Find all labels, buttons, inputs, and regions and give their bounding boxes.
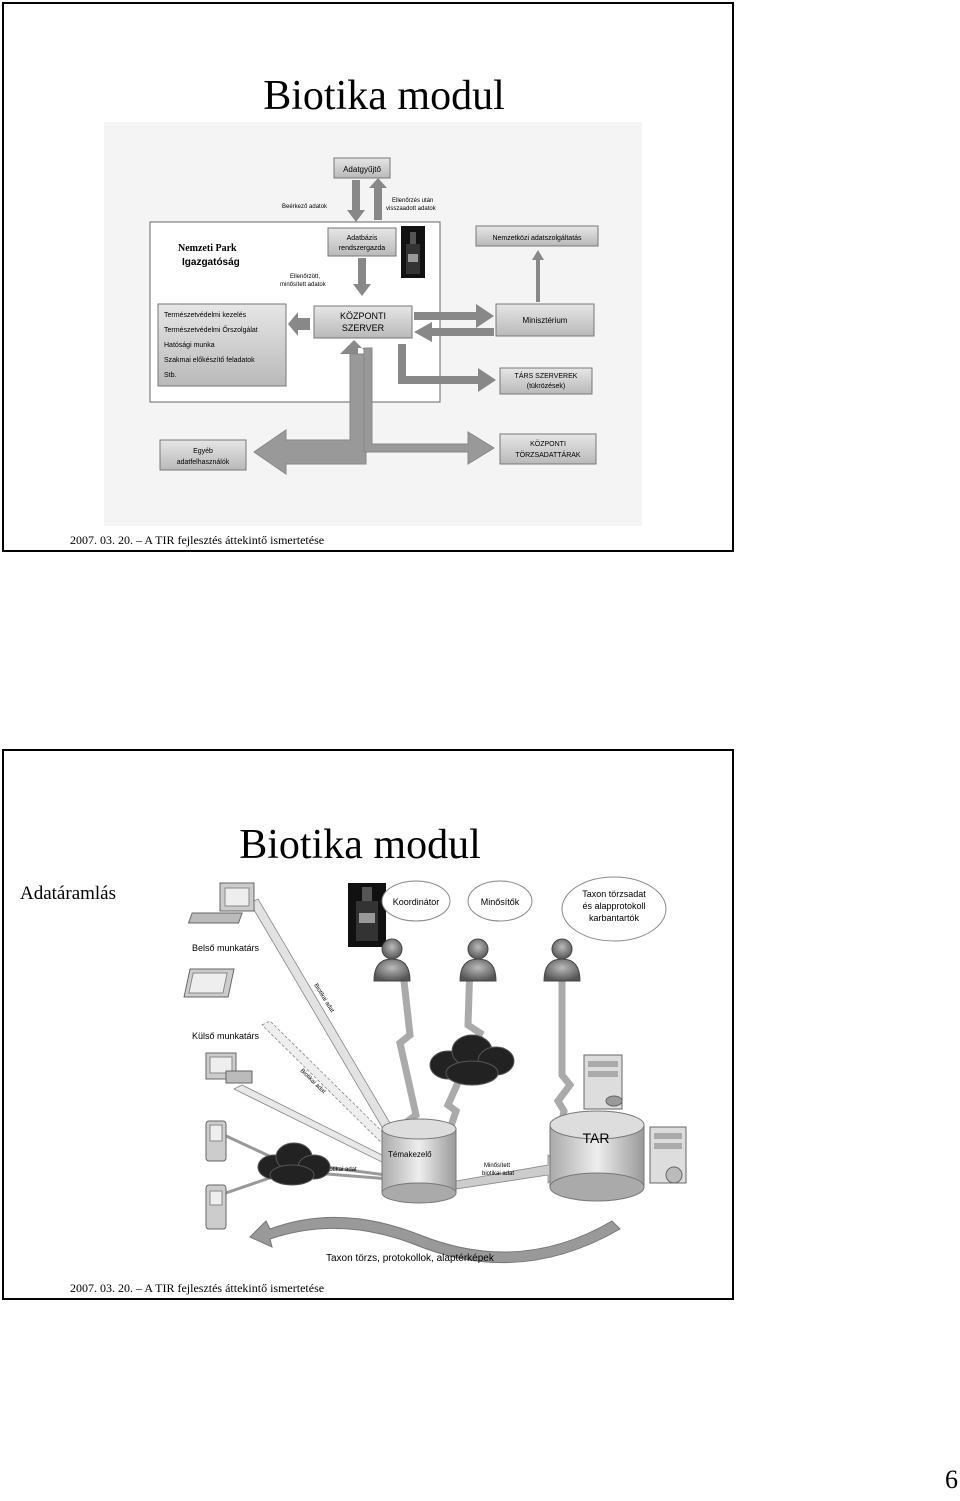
slide-footer: 2007. 03. 20. – A TIR fejlesztés áttekin… [70, 533, 325, 547]
activity-item: Természetvédelmi Őrszolgálat [164, 325, 258, 334]
adatgyujto-box [333, 157, 391, 179]
cloud-icon [429, 1034, 515, 1086]
adatbazis-box [327, 227, 397, 257]
egyeb-label-1: Egyéb [193, 448, 213, 455]
laptop-icon [183, 968, 235, 998]
curved-arrow-icon [249, 1216, 621, 1264]
arrow-up-icon [369, 178, 387, 220]
slide-footer: 2007. 03. 20. – A TIR fejlesztés áttekin… [70, 1281, 325, 1295]
speech-bubble [381, 880, 451, 922]
arrow-right-icon [414, 304, 494, 328]
cloud-icon [257, 1142, 331, 1186]
arrow-down-icon [353, 258, 371, 296]
activity-item: Stb. [164, 372, 177, 379]
ellenorzott-label-1: Ellenőrzött, [290, 274, 320, 280]
activity-item: Természetvédelmi kezelés [164, 312, 247, 319]
miniszterium-label: Minisztérium [523, 316, 568, 325]
kozponti-szerver-box [313, 305, 413, 339]
slide-2: Biotika modul Adatáramlás Biotikai adat … [2, 749, 734, 1300]
tar-database [549, 1110, 645, 1202]
arrow-right-icon [398, 344, 496, 392]
arrow-right-icon [363, 347, 495, 465]
adatbazis-label-2: rendszergazda [339, 245, 385, 252]
taxon-label-3: karbantartók [589, 913, 640, 923]
egyeb-label-2: adatfelhasználók [177, 459, 230, 466]
side-label: Adatáramlás [20, 883, 117, 904]
miniszterium-box [495, 303, 595, 337]
arrow-down-icon [347, 180, 365, 222]
temakezelo-label: Témakezelő [388, 1150, 432, 1159]
arrow-up-icon [532, 250, 544, 302]
arrow-left-icon [414, 322, 494, 342]
person-icon [373, 938, 411, 982]
kozponti-label-1: KÖZPONTI [340, 311, 386, 321]
desktop-computer-icon [187, 882, 255, 924]
nemzetkozi-box [475, 225, 599, 247]
nemzetkozi-label: Nemzetközi adatszolgáltatás [492, 235, 582, 242]
minositett-label-1: Minősített [484, 1163, 510, 1169]
person-icon [459, 938, 497, 982]
server-icon [583, 1054, 623, 1110]
adatgyujto-label: Adatgyűjtő [343, 165, 381, 174]
speech-bubble [561, 876, 667, 942]
person-icon [543, 938, 581, 982]
slide-1: Biotika modul Adatgyűjtő Beérkező adatok… [2, 2, 734, 552]
taxon-label-2: és alapprotokoll [582, 901, 645, 911]
taxon-bottom-label: Taxon törzs, protokollok, alaptérképek [326, 1253, 495, 1264]
nemzeti-park-label-2: Igazgatóság [182, 257, 240, 268]
bottle-icon [348, 883, 386, 947]
activity-item: Hatósági munka [164, 342, 215, 349]
torzs-label-2: TÖRZSADATTÁRAK [515, 450, 581, 459]
speech-bubble [467, 880, 533, 922]
mobile-phone-icon [205, 1184, 227, 1230]
egyeb-box [159, 439, 247, 471]
koordinator-label: Koordinátor [393, 897, 440, 907]
beerkezo-label: Beérkező adatok [282, 204, 328, 210]
biotikai-label: Biotikai adat [324, 1167, 357, 1173]
ellenorzes-label-2: visszaadott adatok [386, 206, 437, 212]
minositett-label-2: biotikai adat [482, 1171, 514, 1177]
kozponti-label-2: SZERVER [342, 323, 385, 333]
architecture-diagram: Adatgyűjtő Beérkező adatok Ellenőrzés ut… [104, 122, 642, 526]
tar-label: TAR [583, 1130, 610, 1146]
temakezelo-database [381, 1118, 457, 1204]
activity-item: Szakmai előkészítő feladatok [164, 357, 255, 364]
taxon-label-1: Taxon törzsadat [582, 889, 646, 899]
torzsadattarak-box [499, 433, 597, 465]
adatbazis-label-1: Adatbázis [347, 235, 378, 242]
slide-title: Biotika modul [239, 822, 481, 868]
minosito-label: Minősítők [481, 897, 520, 907]
tars-szerverek-box [499, 367, 593, 395]
ellenorzes-label-1: Ellenőrzés után [392, 198, 433, 204]
ellenorzott-label-2: minősített adatok [280, 282, 327, 288]
page-number: 6 [945, 1465, 958, 1494]
server-icon [649, 1126, 687, 1184]
nemzeti-park-label-1: Nemzeti Park [178, 243, 237, 254]
belso-label: Belső munkatárs [192, 943, 260, 953]
pda-icon [205, 1120, 227, 1162]
activities-box [157, 303, 287, 387]
tars-label-2: (tükrözések) [527, 383, 566, 390]
arrow-left-icon [288, 312, 310, 336]
arrow-left-icon [253, 353, 367, 475]
dataflow-diagram: Biotikai adat Biotikai adat Biotikai ada… [183, 876, 687, 1264]
slide-title: Biotika modul [263, 73, 505, 119]
kulso-label: Külső munkatárs [192, 1031, 260, 1041]
desktop-computer-icon [205, 1052, 253, 1084]
torzs-label-1: KÖZPONTI [530, 440, 566, 448]
tars-label-1: TÁRS SZERVEREK [515, 371, 578, 380]
